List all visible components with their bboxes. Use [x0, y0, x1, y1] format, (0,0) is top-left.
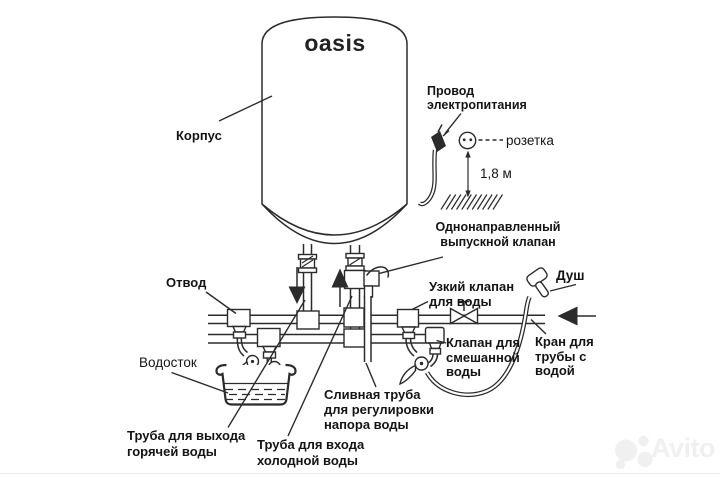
label-power-cord: Провод электропитания	[427, 84, 527, 112]
mixer-tee-fitting	[396, 308, 420, 357]
safety-valve	[363, 266, 390, 298]
label-mixed-valve: Клапан для смешанной воды	[446, 335, 521, 379]
shower-head	[526, 267, 549, 298]
watermark-text: Avito	[651, 433, 716, 463]
left-arrow-icon	[557, 306, 596, 326]
drain-tube	[363, 296, 372, 362]
leader-lines	[171, 95, 577, 437]
narrow-water-valve	[449, 300, 479, 325]
label-body: Корпус	[176, 128, 222, 143]
label-narrow-valve: Узкий клапан для воды	[429, 279, 515, 309]
height-dimension-arrow	[465, 150, 471, 198]
label-cold-pipe: Труба для входа холодной воды	[257, 437, 365, 468]
mixer-faucet	[399, 356, 429, 386]
label-drain: Водосток	[139, 355, 197, 370]
label-water-tap: Кран для трубы с водой	[535, 334, 594, 378]
label-distance: 1,8 м	[480, 166, 512, 181]
ground-hatch	[440, 194, 504, 210]
bottom-border-line	[0, 473, 720, 474]
drain-basin	[215, 363, 297, 406]
avito-logo-icon	[615, 435, 653, 470]
power-plug-icon	[431, 124, 450, 152]
brand-logo: oasis	[304, 30, 366, 56]
label-check-valve: Однонаправленный выпускной клапан	[435, 220, 561, 249]
branch-tee-fitting	[226, 308, 251, 357]
label-hot-pipe: Труба для выхода горячей воды	[127, 428, 246, 459]
label-branch: Отвод	[166, 275, 207, 290]
up-arrow-icon	[331, 268, 349, 307]
water-heater-tank	[261, 16, 408, 245]
hot-water-outlet-pipe	[296, 244, 320, 330]
socket-icon	[458, 131, 477, 150]
down-arrow-icon	[288, 267, 306, 304]
mixed-water-valve	[424, 326, 445, 368]
label-socket: розетка	[506, 133, 554, 148]
power-cord	[417, 149, 438, 207]
label-shower: Душ	[556, 268, 585, 283]
cold-water-inlet-pipe	[343, 245, 367, 348]
label-drain-tube: Сливная труба для регулировки напора вод…	[324, 387, 434, 432]
shower-hose	[424, 295, 532, 397]
upper-water-pipe	[208, 314, 545, 325]
